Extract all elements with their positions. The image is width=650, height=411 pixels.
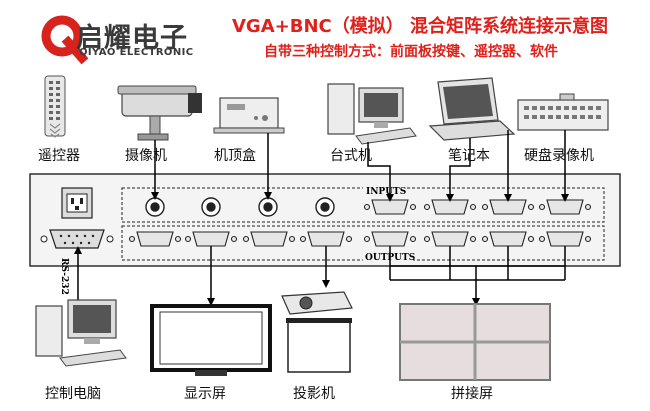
projector-icon [281, 291, 353, 373]
camera-label: 摄像机 [125, 148, 167, 164]
laptop-label: 笔记本 [448, 148, 490, 164]
camera-icon [117, 85, 202, 141]
video-wall-label: 拼接屏 [451, 386, 493, 402]
settop-box-icon [213, 97, 285, 134]
vga-input-ports [363, 199, 592, 215]
monitor-label: 显示屏 [184, 386, 226, 402]
matrix-chassis [29, 173, 621, 267]
diagram-subtitle: 自带三种控制方式：前面板按键、遥控器、软件 [264, 44, 558, 60]
output-connection-lines [207, 246, 566, 306]
dvr-icon [517, 93, 609, 131]
desktop-pc-icon [327, 83, 417, 145]
brand-name: 启耀电子 [76, 23, 188, 54]
control-pc-label: 控制电脑 [45, 386, 101, 402]
laptop-icon [428, 77, 516, 141]
settop-label: 机顶盒 [214, 148, 256, 164]
brand-logo [41, 15, 89, 65]
inputs-label: INPUTS [366, 187, 406, 197]
rs232-label: RS-232 [59, 258, 69, 295]
projector-label: 投影机 [293, 386, 335, 402]
video-wall-icon [399, 303, 551, 381]
brand-name-en: QIYAO ELECTRONIC [79, 47, 194, 58]
rs232-port [40, 229, 114, 249]
input-connection-lines [151, 130, 569, 202]
remote-label: 遥控器 [38, 148, 80, 164]
vga-output-ports [128, 231, 592, 247]
control-pc-icon [35, 299, 127, 367]
diagram-title: VGA+BNC（模拟） 混合矩阵系统连接示意图 [232, 16, 608, 37]
power-socket [61, 187, 93, 219]
dvr-label: 硬盘录像机 [524, 148, 594, 164]
desktop-label: 台式机 [330, 148, 372, 164]
bnc-input-ports [145, 197, 335, 217]
remote-control-icon [44, 75, 66, 138]
monitor-icon [150, 304, 272, 376]
